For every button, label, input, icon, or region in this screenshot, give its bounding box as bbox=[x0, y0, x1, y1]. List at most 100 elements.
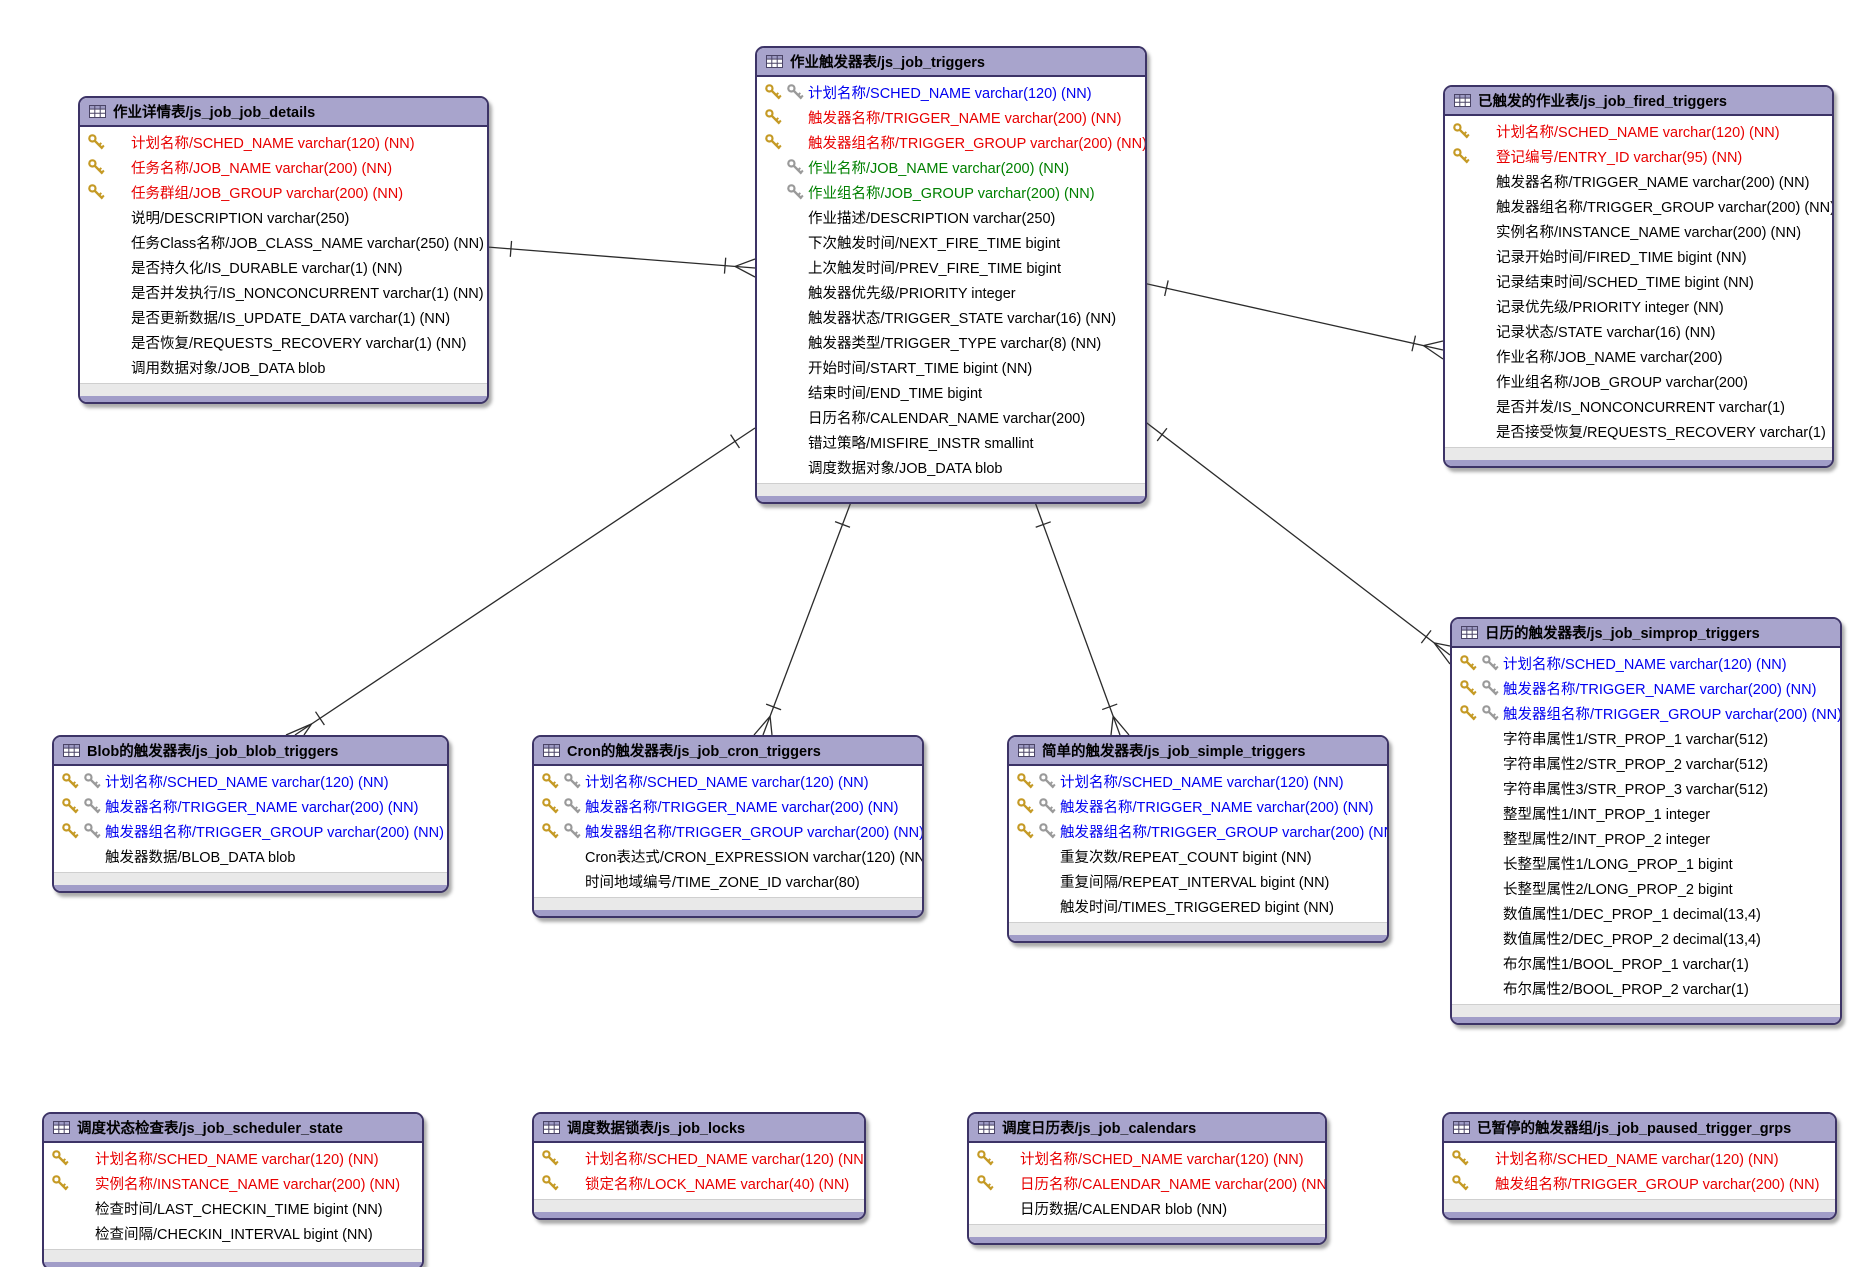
empty-key-slot bbox=[109, 358, 128, 377]
key-icon-slots bbox=[1452, 729, 1503, 748]
field-row: 字符串属性2/STR_PROP_2 varchar(512) bbox=[1452, 751, 1840, 776]
table-header[interactable]: 调度日历表/js_job_calendars bbox=[969, 1114, 1325, 1143]
empty-key-slot bbox=[1459, 979, 1478, 998]
key-icon-slots bbox=[1444, 1174, 1495, 1193]
empty-key-slot bbox=[1481, 954, 1500, 973]
gold-key-icon bbox=[87, 183, 106, 202]
entity-table-js_job_paused_trigger_grps[interactable]: 已暂停的触发器组/js_job_paused_trigger_grps 计划名称… bbox=[1442, 1112, 1837, 1220]
key-icon-slots bbox=[80, 133, 131, 152]
gold-key-icon bbox=[1459, 704, 1478, 723]
table-body: 计划名称/SCHED_NAME varchar(120) (NN)实例名称/IN… bbox=[44, 1143, 422, 1246]
key-icon-slots bbox=[80, 158, 131, 177]
empty-key-slot bbox=[1474, 372, 1493, 391]
gray-key-icon bbox=[563, 822, 582, 841]
empty-key-slot bbox=[998, 1174, 1017, 1193]
table-header[interactable]: 日历的触发器表/js_job_simprop_triggers bbox=[1452, 619, 1840, 648]
table-grid-icon bbox=[978, 1121, 995, 1134]
empty-key-slot bbox=[73, 1199, 92, 1218]
table-header[interactable]: Cron的触发器表/js_job_cron_triggers bbox=[534, 737, 922, 766]
field-label: 触发器名称/TRIGGER_NAME varchar(200) (NN) bbox=[1503, 682, 1817, 698]
key-icon-slots bbox=[80, 208, 131, 227]
table-header[interactable]: 作业详情表/js_job_job_details bbox=[80, 98, 487, 127]
empty-key-slot bbox=[1474, 397, 1493, 416]
empty-key-slot bbox=[1481, 929, 1500, 948]
field-label: 触发器数据/BLOB_DATA blob bbox=[105, 850, 296, 866]
empty-key-slot bbox=[764, 258, 783, 277]
key-icon-slots bbox=[54, 847, 105, 866]
table-title: Cron的触发器表/js_job_cron_triggers bbox=[567, 744, 821, 760]
empty-key-slot bbox=[1481, 979, 1500, 998]
table-grid-icon bbox=[53, 1121, 70, 1134]
empty-key-slot bbox=[1481, 804, 1500, 823]
entity-table-js_job_simprop_triggers[interactable]: 日历的触发器表/js_job_simprop_triggers 计划名称/SCH… bbox=[1450, 617, 1842, 1025]
field-label: 触发器组名称/TRIGGER_GROUP varchar(200) (NN) bbox=[1496, 200, 1834, 216]
entity-table-js_job_calendars[interactable]: 调度日历表/js_job_calendars 计划名称/SCHED_NAME v… bbox=[967, 1112, 1327, 1245]
field-row: 触发器类型/TRIGGER_TYPE varchar(8) (NN) bbox=[757, 330, 1145, 355]
empty-key-slot bbox=[541, 847, 560, 866]
table-bottom-bar bbox=[1009, 935, 1387, 941]
entity-table-js_job_cron_triggers[interactable]: Cron的触发器表/js_job_cron_triggers 计划名称/SCHE… bbox=[532, 735, 924, 918]
empty-key-slot bbox=[109, 283, 128, 302]
field-label: 是否接受恢复/REQUESTS_RECOVERY varchar(1) bbox=[1496, 425, 1826, 441]
key-icon-slots bbox=[1452, 904, 1503, 923]
gray-key-icon bbox=[83, 772, 102, 791]
table-bottom-bar bbox=[1444, 1212, 1835, 1218]
field-label: 长整型属性1/LONG_PROP_1 bigint bbox=[1503, 857, 1733, 873]
entity-table-js_job_locks[interactable]: 调度数据锁表/js_job_locks 计划名称/SCHED_NAME varc… bbox=[532, 1112, 866, 1220]
field-label: 下次触发时间/NEXT_FIRE_TIME bigint bbox=[808, 236, 1061, 252]
empty-key-slot bbox=[1459, 904, 1478, 923]
key-icon-slots bbox=[757, 183, 808, 202]
field-label: 是否并发/IS_NONCONCURRENT varchar(1) bbox=[1496, 400, 1785, 416]
field-label: 任务Class名称/JOB_CLASS_NAME varchar(250) (N… bbox=[131, 236, 484, 252]
gold-key-icon bbox=[1459, 679, 1478, 698]
entity-table-js_job_scheduler_state[interactable]: 调度状态检查表/js_job_scheduler_state 计划名称/SCHE… bbox=[42, 1112, 424, 1267]
entity-table-js_job_simple_triggers[interactable]: 简单的触发器表/js_job_simple_triggers 计划名称/SCHE… bbox=[1007, 735, 1389, 943]
entity-table-js_job_fired_triggers[interactable]: 已触发的作业表/js_job_fired_triggers 计划名称/SCHED… bbox=[1443, 85, 1834, 468]
field-row: 记录状态/STATE varchar(16) (NN) bbox=[1445, 319, 1832, 344]
table-header[interactable]: 已暂停的触发器组/js_job_paused_trigger_grps bbox=[1444, 1114, 1835, 1143]
gray-key-icon bbox=[1481, 679, 1500, 698]
field-row: 说明/DESCRIPTION varchar(250) bbox=[80, 205, 487, 230]
field-row: 作业描述/DESCRIPTION varchar(250) bbox=[757, 205, 1145, 230]
empty-key-slot bbox=[87, 333, 106, 352]
field-label: 触发时间/TIMES_TRIGGERED bigint (NN) bbox=[1060, 900, 1334, 916]
field-label: 日历数据/CALENDAR blob (NN) bbox=[1020, 1202, 1228, 1218]
empty-key-slot bbox=[1016, 897, 1035, 916]
table-header[interactable]: 调度状态检查表/js_job_scheduler_state bbox=[44, 1114, 422, 1143]
empty-key-slot bbox=[87, 233, 106, 252]
table-grid-icon bbox=[766, 55, 783, 68]
key-icon-slots bbox=[969, 1174, 1020, 1193]
gold-key-icon bbox=[51, 1174, 70, 1193]
table-header[interactable]: 已触发的作业表/js_job_fired_triggers bbox=[1445, 87, 1832, 116]
entity-table-js_job_blob_triggers[interactable]: Blob的触发器表/js_job_blob_triggers 计划名称/SCHE… bbox=[52, 735, 449, 893]
gold-key-icon bbox=[541, 797, 560, 816]
table-footer bbox=[1009, 922, 1387, 935]
field-label: 上次触发时间/PREV_FIRE_TIME bigint bbox=[808, 261, 1061, 277]
empty-key-slot bbox=[786, 133, 805, 152]
field-row: 作业组名称/JOB_GROUP varchar(200) (NN) bbox=[757, 180, 1145, 205]
key-icon-slots bbox=[757, 208, 808, 227]
field-label: 作业组名称/JOB_GROUP varchar(200) (NN) bbox=[808, 186, 1095, 202]
empty-key-slot bbox=[1474, 272, 1493, 291]
entity-table-js_job_triggers[interactable]: 作业触发器表/js_job_triggers 计划名称/SCHED_NAME v… bbox=[755, 46, 1147, 504]
key-icon-slots bbox=[1452, 954, 1503, 973]
key-icon-slots bbox=[757, 233, 808, 252]
key-icon-slots bbox=[80, 358, 131, 377]
field-row: 锁定名称/LOCK_NAME varchar(40) (NN) bbox=[534, 1171, 864, 1196]
table-header[interactable]: 作业触发器表/js_job_triggers bbox=[757, 48, 1145, 77]
field-row: 触发器组名称/TRIGGER_GROUP varchar(200) (NN) bbox=[1445, 194, 1832, 219]
relationship-js_job_job_details-to-js_job_triggers bbox=[486, 240, 756, 278]
key-icon-slots bbox=[80, 258, 131, 277]
key-icon-slots bbox=[1452, 779, 1503, 798]
table-header[interactable]: Blob的触发器表/js_job_blob_triggers bbox=[54, 737, 447, 766]
key-icon-slots bbox=[1445, 247, 1496, 266]
field-row: 计划名称/SCHED_NAME varchar(120) (NN) bbox=[534, 769, 922, 794]
key-icon-slots bbox=[757, 358, 808, 377]
table-body: 计划名称/SCHED_NAME varchar(120) (NN)锁定名称/LO… bbox=[534, 1143, 864, 1196]
field-row: 调度数据对象/JOB_DATA blob bbox=[757, 455, 1145, 480]
gold-key-icon bbox=[764, 108, 783, 127]
table-header[interactable]: 调度数据锁表/js_job_locks bbox=[534, 1114, 864, 1143]
empty-key-slot bbox=[563, 1149, 582, 1168]
table-header[interactable]: 简单的触发器表/js_job_simple_triggers bbox=[1009, 737, 1387, 766]
entity-table-js_job_job_details[interactable]: 作业详情表/js_job_job_details 计划名称/SCHED_NAME… bbox=[78, 96, 489, 404]
